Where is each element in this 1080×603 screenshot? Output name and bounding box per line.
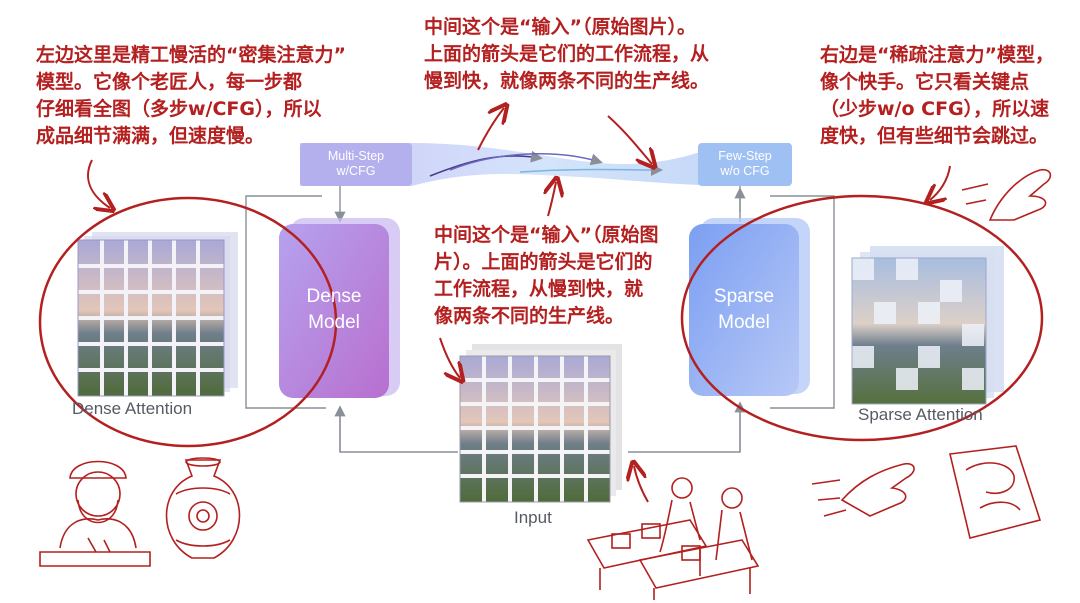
flow-connectors	[245, 186, 835, 453]
few-step-box	[698, 143, 792, 186]
annotation-top: 中间这个是“输入”（原始图片）。 上面的箭头是它们的工作流程，从 慢到快，就像两…	[424, 16, 710, 92]
annotation-left: 左边这里是精工慢活的“密集注意力” 模型。它像个老匠人，每一步都 仔细看全图（多…	[36, 44, 346, 147]
dense-attention-label: Dense Attention	[72, 399, 193, 418]
hand-sketch-top	[961, 168, 1052, 221]
page-sketch	[949, 445, 1042, 539]
sparse-model-label: Sparse Model	[713, 286, 775, 333]
dense-attention-cube	[77, 232, 238, 397]
annotation-middle: 中间这个是“输入”（原始图 片）。上面的箭头是它们的 工作流程，从慢到快，就 像…	[434, 224, 659, 327]
dense-highlight-ellipse	[38, 196, 338, 448]
multi-step-label: Multi-Step w/CFG	[327, 149, 385, 178]
input-image-cube	[459, 344, 622, 503]
sparse-model-card	[689, 218, 810, 396]
pipeline-band	[300, 143, 792, 186]
dense-model-label: Dense Model	[306, 286, 362, 333]
multi-step-box	[300, 143, 412, 186]
sparse-attention-label: Sparse Attention	[858, 405, 983, 424]
sparse-highlight-ellipse	[680, 194, 1044, 442]
hand-sketch-bottom	[811, 462, 915, 517]
sparse-attention-cube	[851, 246, 1004, 405]
vase-sketch	[165, 457, 241, 559]
red-pointer-arrows	[87, 108, 951, 503]
dense-model-card	[279, 218, 400, 398]
workers-sketch	[586, 477, 760, 600]
annotation-right: 右边是“稀疏注意力”模型， 像个快手。它只看关键点 （少步w/o CFG），所以…	[820, 44, 1054, 147]
input-label: Input	[514, 508, 552, 527]
craftsman-sketch	[39, 460, 151, 567]
few-step-label: Few-Step w/o CFG	[718, 149, 772, 178]
